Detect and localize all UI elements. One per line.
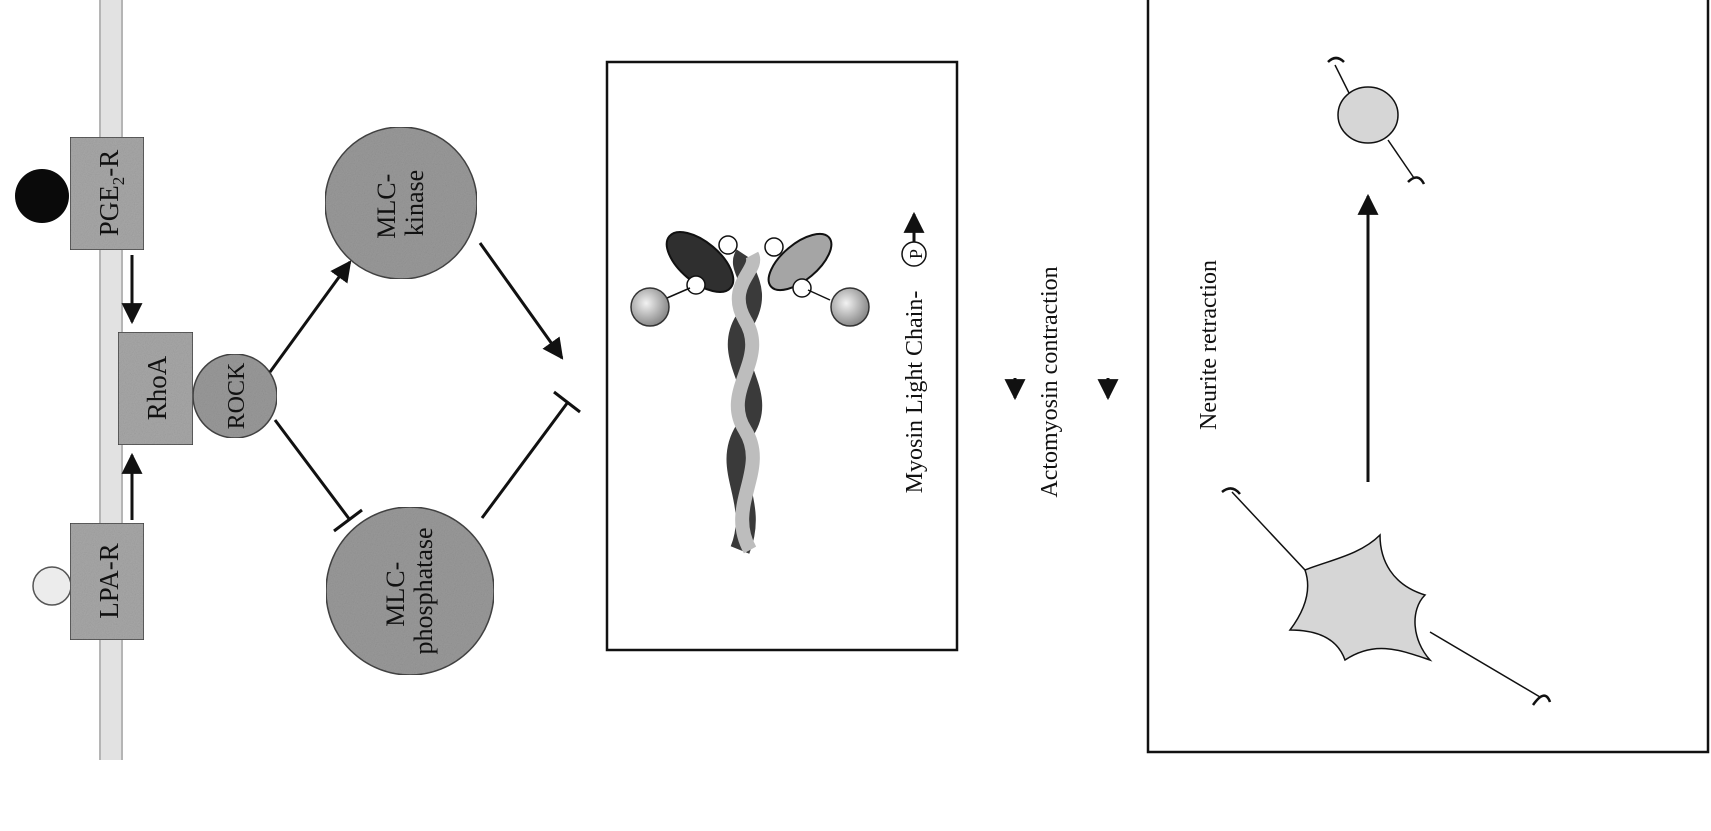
mlc-phosphatase-node: MLC- phosphatase	[326, 507, 494, 675]
rock-node: ROCK	[193, 354, 277, 438]
pge2-receptor: PGE2-R	[70, 137, 144, 250]
inhibit-phosphatase-to-myosin	[482, 402, 568, 518]
arrow-kinase-to-myosin	[480, 243, 562, 358]
lpa-receptor-label: LPA-R	[94, 543, 124, 619]
svg-text:MLC- kinase: MLC- kinase	[372, 167, 429, 239]
phosphate-right	[831, 288, 869, 326]
mlc-phosphatase-line2: phosphatase	[409, 527, 438, 654]
inhibit-bar-myosin	[554, 392, 580, 412]
mlc-kinase-line1: MLC-	[372, 174, 401, 239]
neurite-label: Neurite retraction	[1196, 260, 1222, 430]
mlc-kinase-line2: kinase	[400, 170, 429, 236]
myosin-panel: Myosin Light Chain- P	[607, 62, 957, 650]
phospho-label: P	[906, 249, 926, 259]
svg-text:PGE2-R: PGE2-R	[94, 150, 128, 237]
rhoa-label: RhoA	[142, 355, 172, 420]
lpa-receptor: LPA-R	[70, 523, 144, 640]
arrow-rock-to-kinase	[270, 262, 350, 372]
mlc-phosphatase-line1: MLC-	[381, 562, 410, 627]
mlc-kinase-node: MLC- kinase	[325, 127, 477, 279]
inhibit-rock-to-phosphatase	[275, 420, 350, 520]
neurite-panel: Neurite retraction	[1148, 0, 1708, 752]
actomyosin-label: Actomyosin contraction	[1037, 266, 1063, 497]
lpa-ligand	[33, 567, 71, 605]
phosphate-left	[631, 288, 669, 326]
svg-text:Myosin Light Chain-: Myosin Light Chain-	[902, 291, 928, 494]
rhoa-node: RhoA	[118, 332, 193, 445]
pge2-ligand	[15, 169, 69, 223]
rock-label: ROCK	[224, 362, 250, 429]
